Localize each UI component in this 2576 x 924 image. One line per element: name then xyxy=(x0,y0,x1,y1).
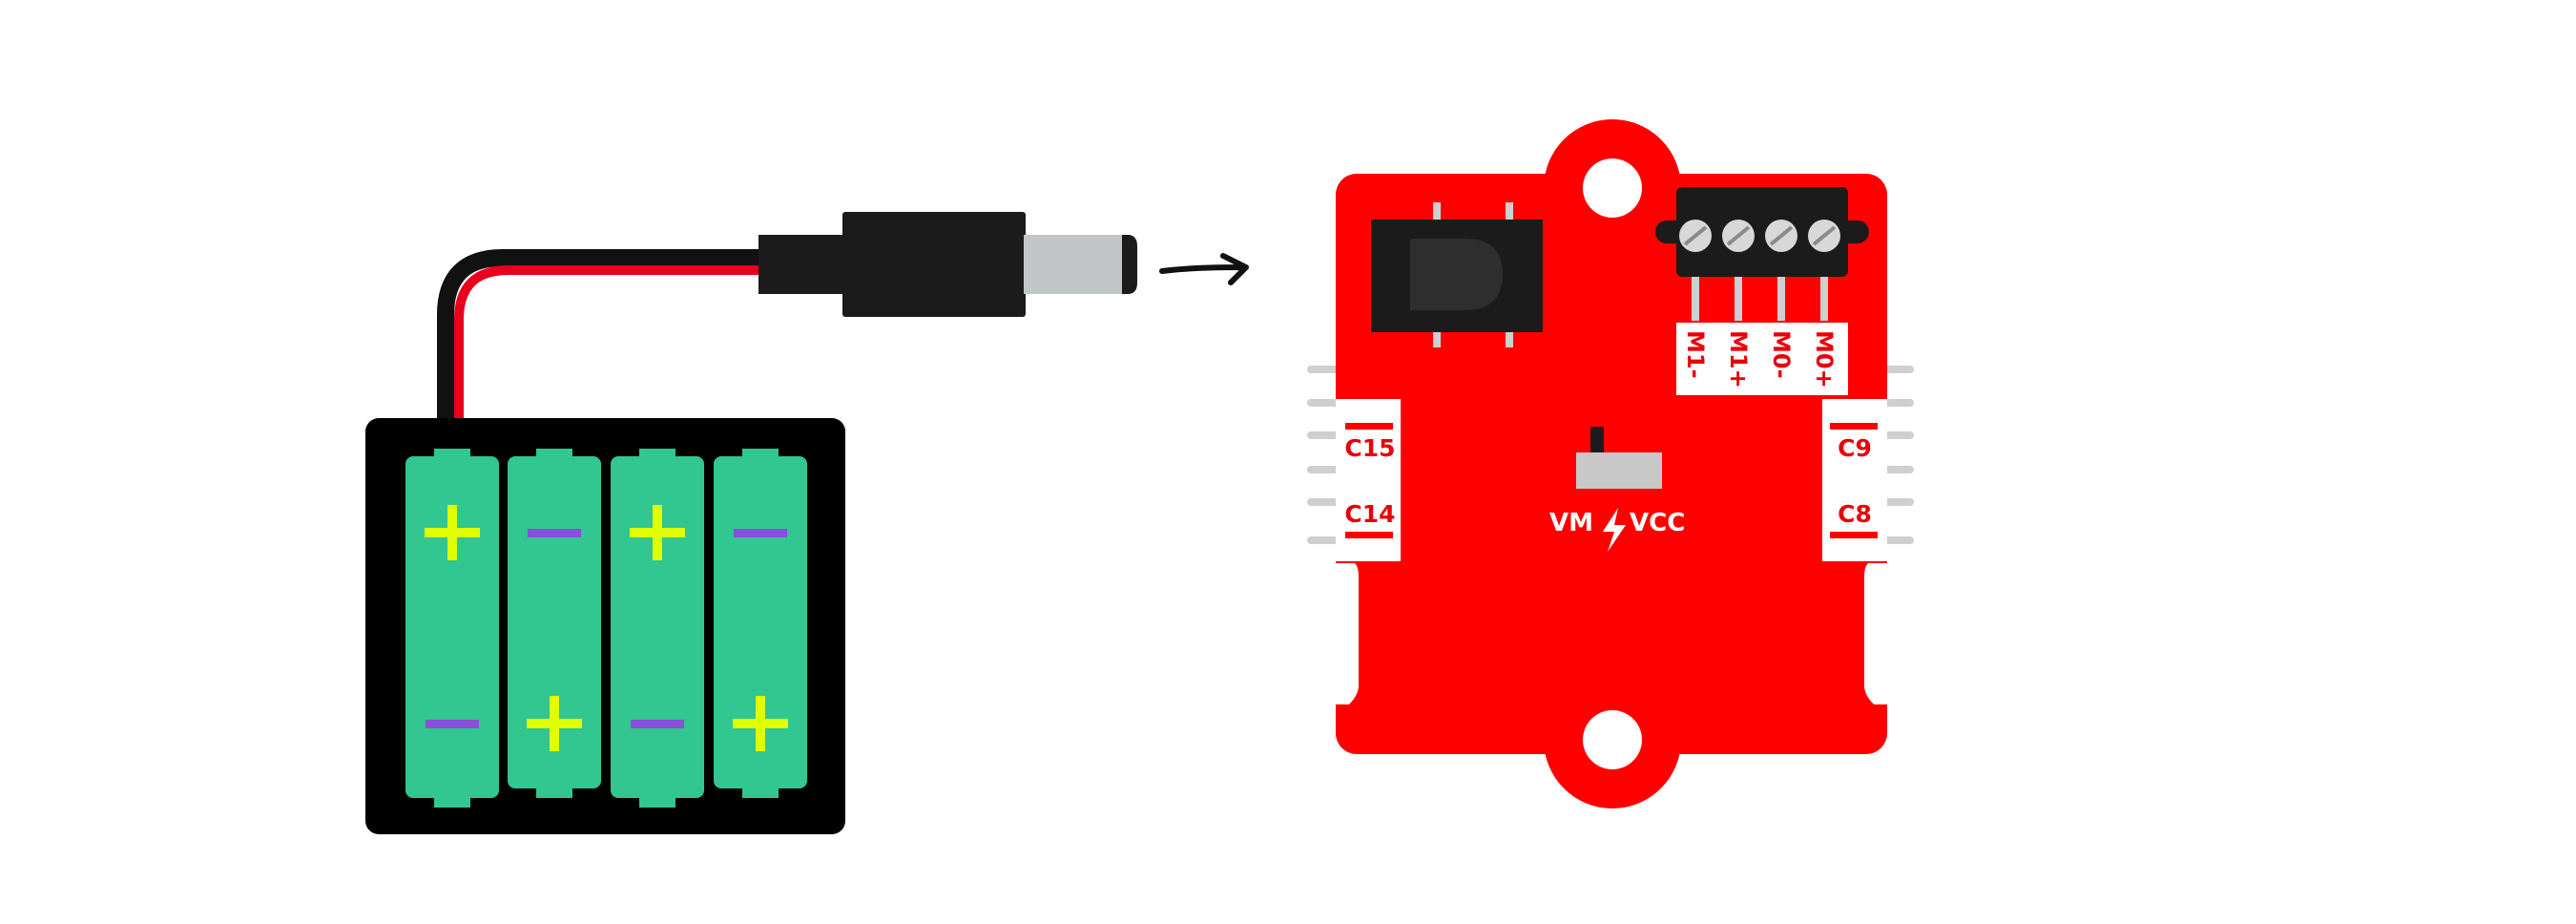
minus-sign xyxy=(426,720,479,728)
header-pin xyxy=(1307,399,1343,407)
battery-cell xyxy=(714,449,807,798)
plug-tip xyxy=(1024,235,1131,294)
plus-sign xyxy=(756,696,765,751)
minus-sign xyxy=(631,720,684,728)
switch-body xyxy=(1576,452,1662,489)
terminal-screw xyxy=(1808,220,1840,252)
header-pin xyxy=(1307,536,1343,544)
battery-cells xyxy=(405,449,807,808)
port-bar-c14 xyxy=(1345,532,1393,538)
power-select-switch: VM VCC xyxy=(1549,427,1685,552)
battery-wires xyxy=(437,249,763,420)
red-wire xyxy=(454,265,763,420)
battery-cell xyxy=(405,449,499,808)
terminal-label: M0+ xyxy=(1811,330,1838,388)
top-mount-hole xyxy=(1583,158,1642,218)
header-pin xyxy=(1307,466,1343,473)
minus-sign xyxy=(528,529,581,537)
switch-label-vcc: VCC xyxy=(1630,509,1685,537)
port-label-c8: C8 xyxy=(1838,500,1872,528)
terminal-pins xyxy=(1692,275,1828,321)
motor-driver-board: C15 C14 C9 C8 M1- M1+ M0- M0+ xyxy=(1307,119,1914,808)
right-ports: C9 C8 xyxy=(1830,423,1878,538)
battery-cell xyxy=(508,449,601,798)
minus-sign xyxy=(734,529,787,537)
plug-body xyxy=(842,212,1026,317)
port-label-c9: C9 xyxy=(1838,434,1872,462)
motor-terminal-block: M1- M1+ M0- M0+ xyxy=(1655,187,1869,395)
port-bar-c9 xyxy=(1830,423,1878,430)
plug-tip-end xyxy=(1122,235,1137,294)
left-ports: C15 C14 xyxy=(1344,423,1396,538)
switch-lever xyxy=(1590,427,1604,453)
terminal-label: M1- xyxy=(1682,330,1709,379)
right-lower-cut xyxy=(1864,563,1887,704)
battery-holder xyxy=(365,418,845,834)
bottom-mount-hole xyxy=(1583,710,1642,769)
terminal-screw xyxy=(1679,220,1712,252)
terminal-labels: M1- M1+ M0- M0+ xyxy=(1682,330,1838,388)
jack-barrel xyxy=(1410,239,1503,310)
terminal-pin xyxy=(1735,275,1742,321)
lightning-bolt-icon xyxy=(1603,508,1626,552)
terminal-screws xyxy=(1679,220,1840,252)
port-bar-c8 xyxy=(1830,532,1878,538)
plus-sign xyxy=(550,696,559,751)
left-lower-cut xyxy=(1336,563,1359,704)
terminal-screw xyxy=(1765,220,1797,252)
dc-barrel-plug xyxy=(758,212,1137,317)
switch-label-vm: VM xyxy=(1549,509,1593,537)
port-label-c15: C15 xyxy=(1344,434,1395,462)
terminal-screw xyxy=(1722,220,1755,252)
right-arrow-icon xyxy=(1159,253,1249,285)
header-pin xyxy=(1307,498,1343,506)
plus-sign xyxy=(447,505,457,560)
terminal-label: M0- xyxy=(1768,330,1795,379)
header-pin xyxy=(1307,366,1343,373)
terminal-pin xyxy=(1692,275,1699,321)
terminal-label-area xyxy=(1676,323,1848,395)
plug-strain-relief xyxy=(758,235,844,294)
plus-sign xyxy=(653,505,662,560)
terminal-pin xyxy=(1777,275,1785,321)
battery-cell xyxy=(611,449,704,808)
header-pin xyxy=(1307,431,1343,439)
black-wire xyxy=(437,249,763,420)
port-label-c14: C14 xyxy=(1344,500,1395,528)
terminal-label: M1+ xyxy=(1725,330,1752,388)
terminal-pin xyxy=(1820,275,1828,321)
port-bar-c15 xyxy=(1345,423,1393,430)
dc-power-jack xyxy=(1371,202,1543,347)
